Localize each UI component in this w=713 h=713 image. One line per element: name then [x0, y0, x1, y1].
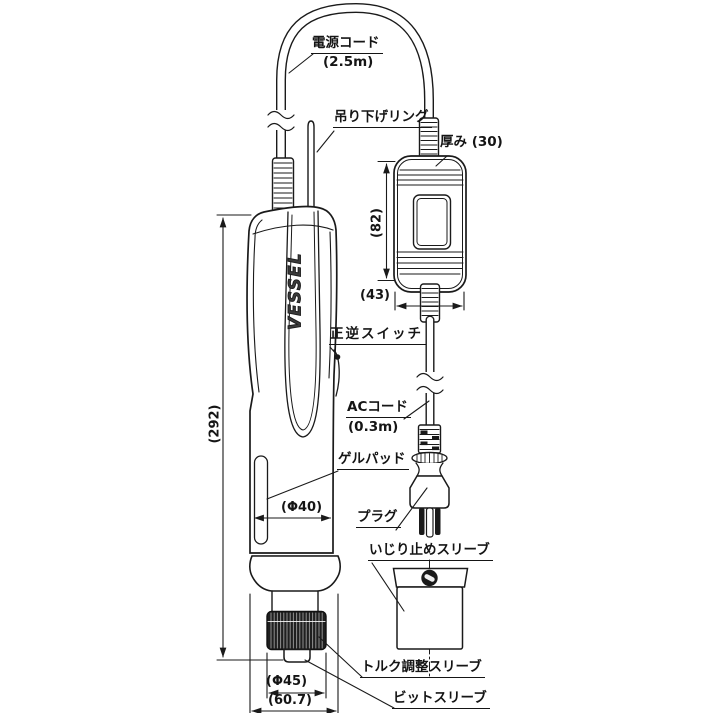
hang-ring — [307, 120, 315, 223]
hang-ring-label: 吊り下げリング — [333, 110, 432, 128]
plug-label: プラグ — [356, 510, 401, 528]
thickness-label: 厚み (30) — [440, 134, 503, 150]
dim-controller-width: (43) — [360, 288, 390, 303]
tamper-sleeve-detail — [392, 559, 469, 679]
ac-cord — [416, 315, 444, 433]
dim-sleeve-diameter: (Φ45) — [266, 674, 308, 689]
tool-body — [246, 205, 341, 613]
tamper-sleeve-label: いじり止めスリーブ — [368, 543, 493, 561]
torque-sleeve — [266, 610, 327, 651]
dimension-lines — [216, 160, 465, 713]
controller-box — [393, 155, 467, 293]
ac-cord-length: (0.3m) — [348, 419, 399, 435]
leader-lines — [266, 53, 448, 709]
power-cord — [267, 2, 434, 163]
bit-sleeve — [283, 648, 311, 663]
dim-base-width: (60.7) — [268, 693, 312, 708]
dim-overall-length: (292) — [207, 404, 223, 444]
torque-sleeve-label: トルク調整スリーブ — [360, 660, 485, 678]
dim-grip-diameter: (Φ40) — [281, 500, 323, 515]
ac-cord-label: ACコード — [346, 400, 411, 418]
tool-strain-relief — [271, 157, 295, 215]
plug — [409, 424, 450, 538]
fwd-rev-switch-label: 正逆スイッチ — [329, 327, 426, 345]
vessel-logo: VESSEL — [285, 251, 305, 331]
power-cord-label: 電源コード — [311, 36, 383, 54]
power-cord-length: (2.5m) — [323, 54, 374, 70]
dim-controller-length: (82) — [369, 208, 385, 238]
bit-sleeve-label: ビットスリーブ — [392, 691, 490, 709]
gel-pad-label: ゲルパッド — [337, 452, 409, 470]
